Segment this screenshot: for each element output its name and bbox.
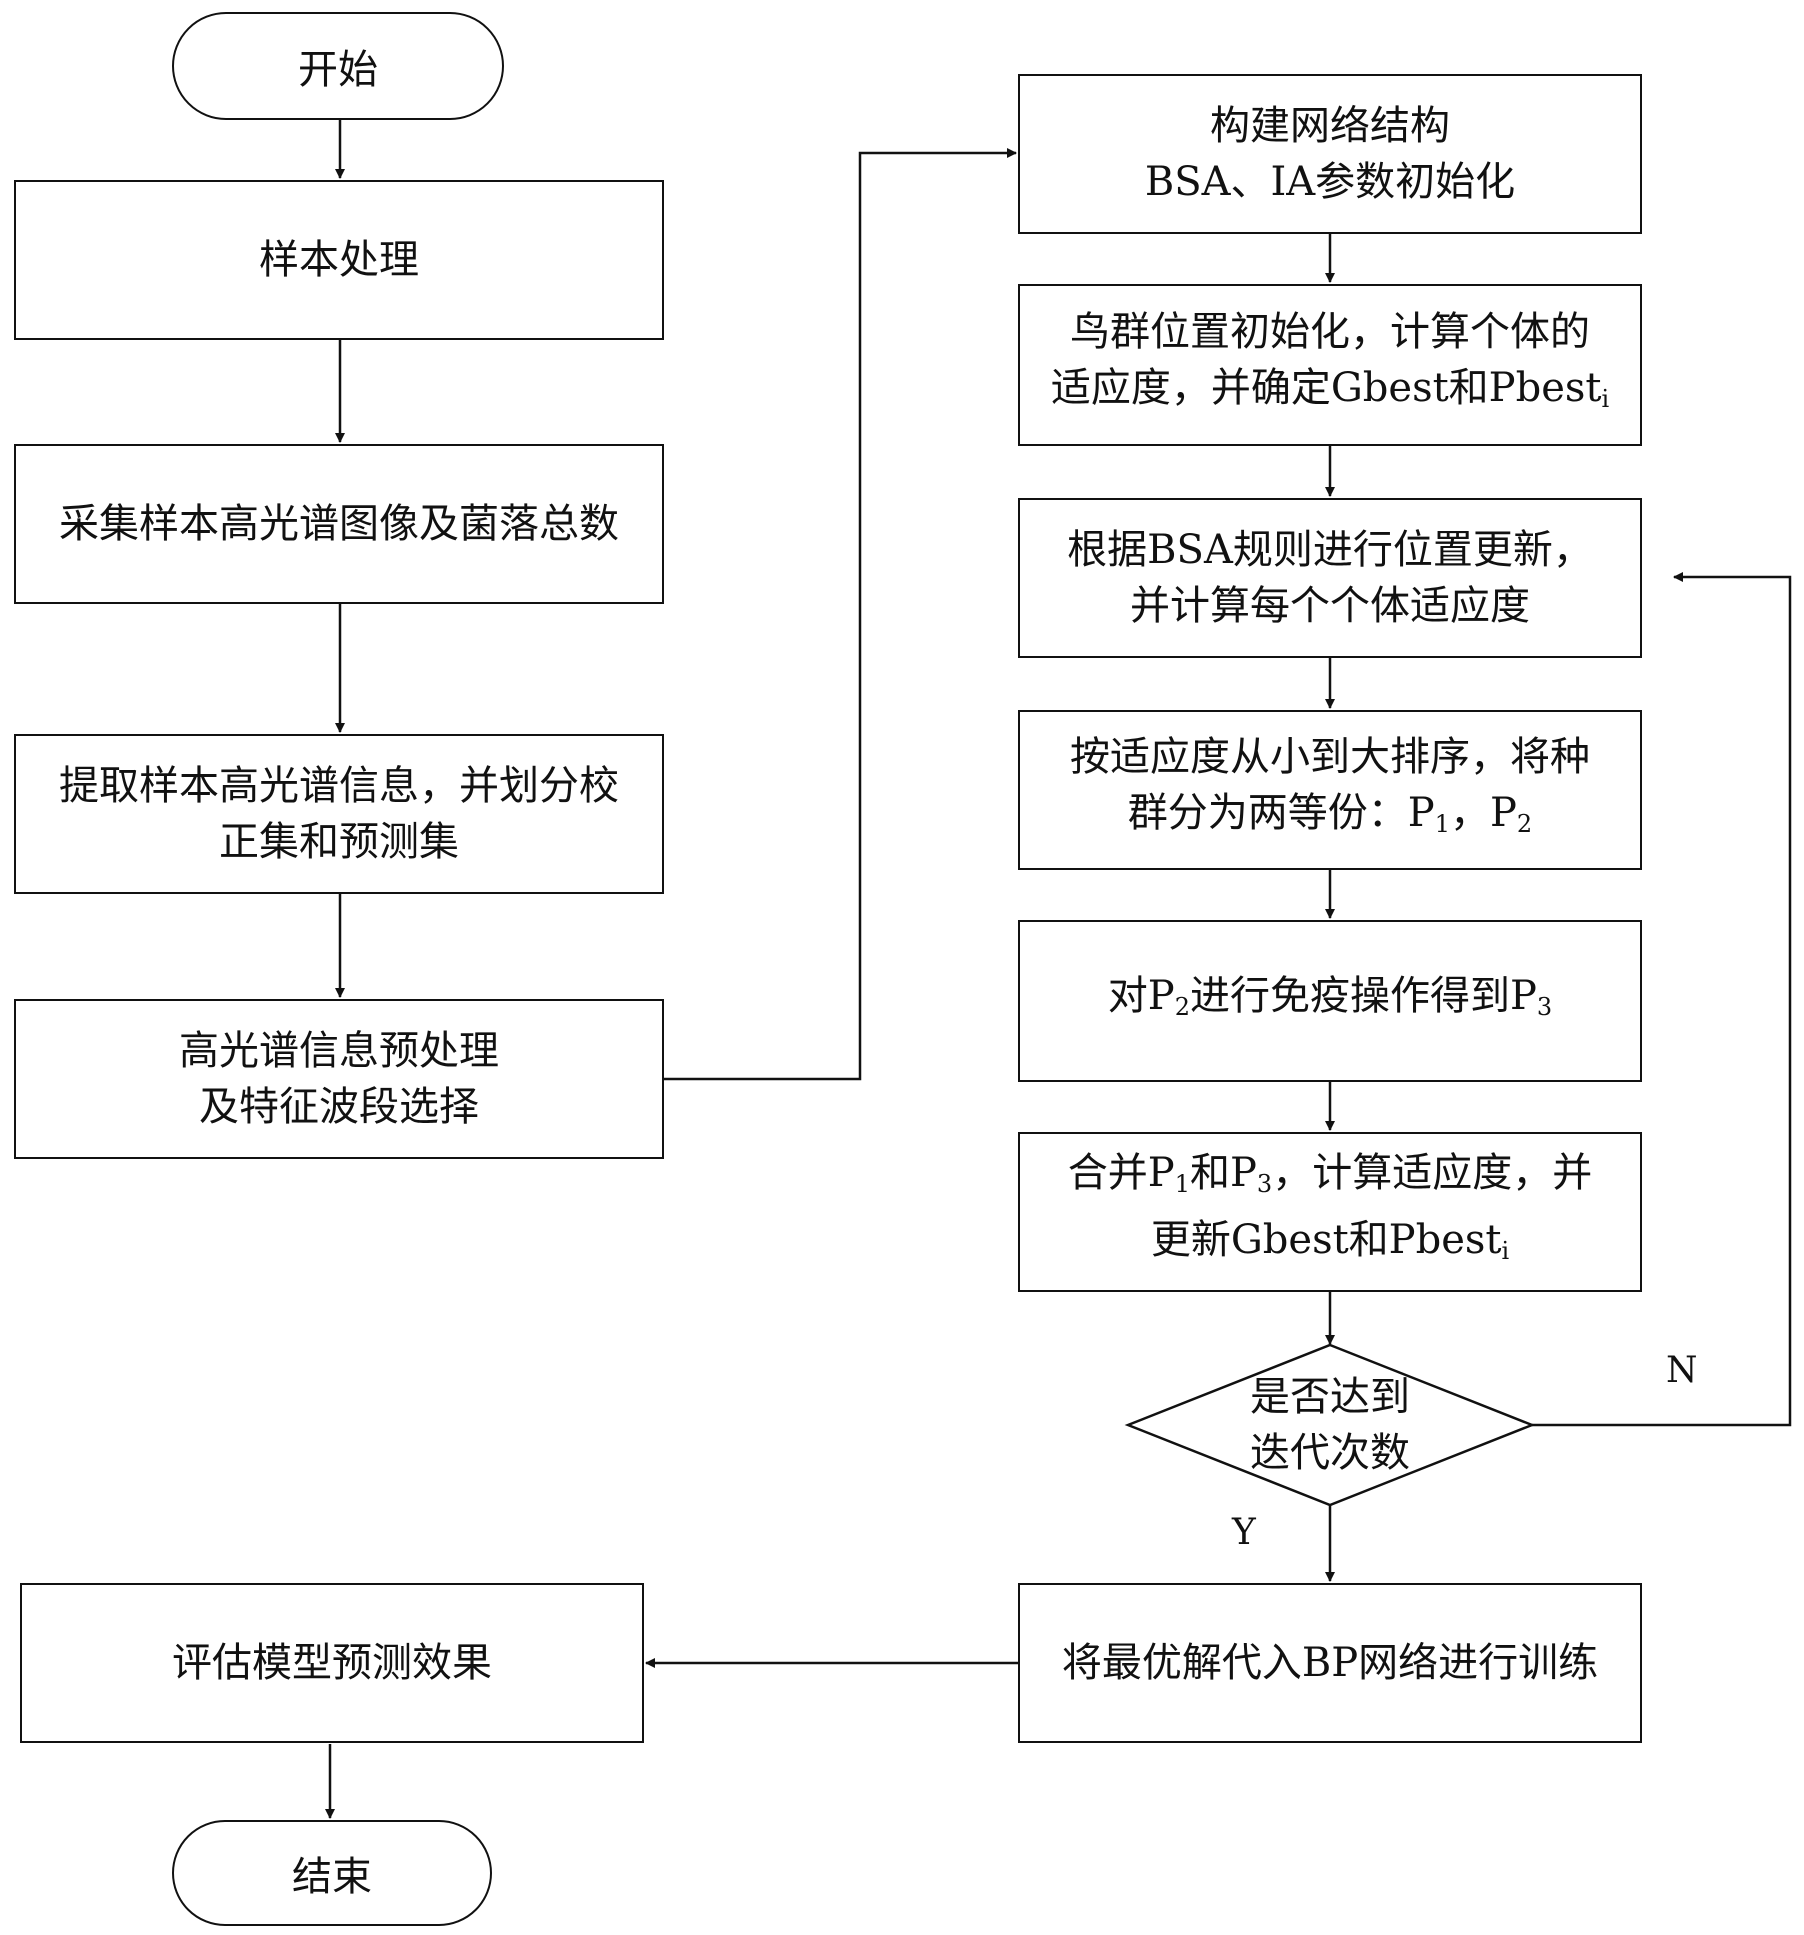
step-extract: 提取样本高光谱信息，并划分校 正集和预测集 [14,734,664,894]
step-immune: 对P2进行免疫操作得到P3 [1018,920,1642,1082]
step-evaluate-label: 评估模型预测效果 [172,1640,492,1686]
step-train-label: 将最优解代入BP网络进行训练 [1061,1640,1599,1686]
step-update-line2: 并计算每个个体适应度 [1130,583,1530,629]
step-merge: 合并P1和P3，计算适应度，并 更新Gbest和Pbesti [1018,1132,1642,1292]
step-update-line1: 根据BSA规则进行位置更新， [1067,527,1593,573]
arrow-decision-loop-back [1532,572,1792,1427]
decision-label: 是否达到 迭代次数 [1200,1369,1460,1481]
start-terminal: 开始 [172,12,504,120]
step-collect-label: 采集样本高光谱图像及菌落总数 [59,501,619,547]
step-init-line1: 鸟群位置初始化，计算个体的 [1070,308,1590,355]
step-sample-processing: 样本处理 [14,180,664,340]
step-build-line1: 构建网络结构 [1210,103,1450,149]
step-init-population: 鸟群位置初始化，计算个体的 适应度，并确定Gbest和Pbesti [1018,284,1642,446]
step-extract-line2: 正集和预测集 [219,819,459,865]
step-build-line2: BSA、IA参数初始化 [1144,159,1516,205]
step-sample-processing-label: 样本处理 [259,237,419,283]
end-label: 结束 [292,1854,372,1900]
end-terminal: 结束 [172,1820,492,1926]
decision-diamond [1124,1343,1536,1507]
step-immune-label: 对P2进行免疫操作得到P3 [1107,972,1553,1021]
step-build-network: 构建网络结构 BSA、IA参数初始化 [1018,74,1642,234]
arrow-preprocess-to-build [664,148,1017,1081]
step-merge-line1: 合并P1和P3，计算适应度，并 [1067,1150,1593,1198]
step-preprocess-line1: 高光谱信息预处理 [179,1028,499,1074]
step-preprocess-line2: 及特征波段选择 [199,1084,479,1130]
step-merge-line2: 更新Gbest和Pbesti [1150,1217,1510,1265]
step-bsa-update: 根据BSA规则进行位置更新， 并计算每个个体适应度 [1018,498,1642,658]
step-extract-line1: 提取样本高光谱信息，并划分校 [59,763,619,809]
step-sort-split: 按适应度从小到大排序，将种 群分为两等份：P1，P2 [1018,710,1642,870]
decision-line2: 迭代次数 [1250,1430,1410,1476]
decision-line1: 是否达到 [1250,1374,1410,1420]
step-collect: 采集样本高光谱图像及菌落总数 [14,444,664,604]
edge-label-yes: Y [1232,1512,1256,1553]
step-sort-line1: 按适应度从小到大排序，将种 [1070,733,1590,780]
edge-label-no: N [1666,1350,1698,1391]
start-label: 开始 [298,47,378,93]
step-init-line2: 适应度，并确定Gbest和Pbesti [1050,364,1610,413]
step-preprocess: 高光谱信息预处理 及特征波段选择 [14,999,664,1159]
step-train-bp: 将最优解代入BP网络进行训练 [1018,1583,1642,1743]
step-sort-line2: 群分为两等份：P1，P2 [1127,789,1533,838]
step-evaluate: 评估模型预测效果 [20,1583,644,1743]
